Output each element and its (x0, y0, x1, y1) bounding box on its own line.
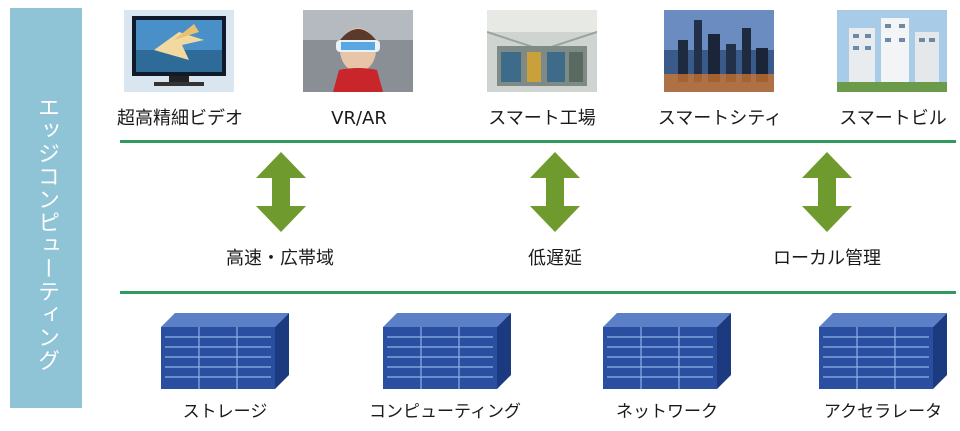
buildings-icon (837, 10, 947, 92)
app-label-factory: スマート工場 (488, 108, 596, 129)
city-night-icon (664, 10, 774, 92)
resource-label-network: ネットワーク (616, 402, 718, 422)
sidebar-title: エッジコンピューティング (34, 96, 59, 372)
tv-bird-icon (124, 10, 234, 92)
app-label-city: スマートシティ (657, 108, 783, 129)
double-arrow-icon (530, 152, 580, 232)
app-label-vrar: VR/AR (331, 108, 387, 129)
server-rack-icon (603, 313, 731, 389)
vr-headset-icon (303, 10, 413, 92)
divider-bottom (120, 291, 956, 294)
app-label-video: 超高精細ビデオ (117, 108, 243, 129)
feature-label-bandwidth: 高速・広帯域 (226, 248, 334, 269)
app-label-building: スマートビル (839, 108, 947, 129)
feature-label-local: ローカル管理 (773, 248, 881, 269)
server-rack-icon (383, 313, 511, 389)
server-rack-icon (819, 313, 947, 389)
double-arrow-icon (256, 152, 306, 232)
resource-label-accelerator: アクセラレータ (823, 402, 943, 422)
resource-label-storage: ストレージ (182, 402, 268, 422)
server-rack-icon (161, 313, 289, 389)
factory-icon (487, 10, 597, 92)
double-arrow-icon (802, 152, 852, 232)
sidebar-panel: エッジコンピューティング (10, 8, 82, 408)
divider-top (120, 140, 956, 143)
resource-label-computing: コンピューティング (369, 402, 521, 422)
feature-label-latency: 低遅延 (528, 248, 582, 269)
